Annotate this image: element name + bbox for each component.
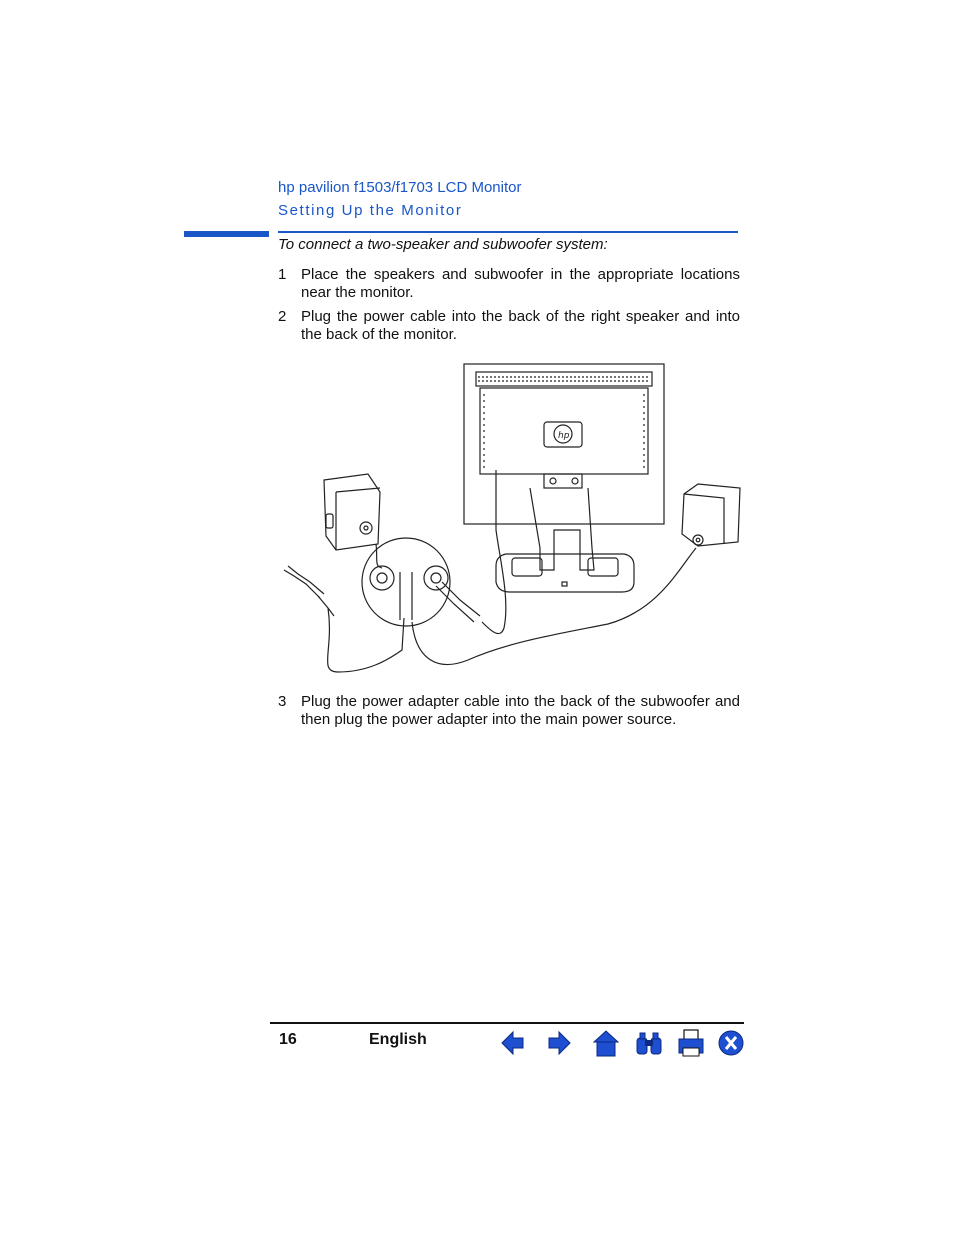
intro-text: To connect a two-speaker and subwoofer s… bbox=[278, 236, 608, 253]
home-icon[interactable] bbox=[591, 1028, 621, 1058]
cables bbox=[326, 470, 697, 673]
svg-text:hp: hp bbox=[558, 431, 570, 441]
close-x-icon[interactable] bbox=[716, 1028, 746, 1058]
audio-plug bbox=[283, 565, 335, 617]
hp-logo-plate bbox=[543, 421, 583, 448]
step-text: Plug the power adapter cable into the ba… bbox=[301, 693, 740, 728]
arrow-left-icon[interactable] bbox=[498, 1028, 528, 1058]
footer-rule bbox=[270, 1022, 744, 1024]
hp-logo-icon bbox=[553, 424, 573, 444]
header-accent-bar bbox=[184, 231, 269, 237]
right-speaker bbox=[681, 483, 741, 547]
connector-detail bbox=[361, 537, 481, 627]
monitor-back: hp bbox=[463, 363, 665, 593]
step-1: 1 Place the speakers and subwoofer in th… bbox=[278, 266, 740, 302]
step-number: 1 bbox=[278, 266, 287, 283]
step-number: 2 bbox=[278, 308, 287, 325]
step-number: 3 bbox=[278, 693, 287, 710]
header-rule bbox=[278, 231, 738, 233]
binoculars-icon[interactable] bbox=[634, 1028, 664, 1058]
arrow-right-icon[interactable] bbox=[544, 1028, 574, 1058]
left-speaker bbox=[323, 473, 381, 551]
page-number: 16 bbox=[279, 1031, 297, 1048]
language-label: English bbox=[369, 1031, 427, 1048]
step-3: 3 Plug the power adapter cable into the … bbox=[278, 693, 740, 729]
step-text: Plug the power cable into the back of th… bbox=[301, 308, 740, 343]
step-text: Place the speakers and subwoofer in the … bbox=[301, 266, 740, 301]
document-title: hp pavilion f1503/f1703 LCD Monitor bbox=[278, 179, 522, 196]
step-2: 2 Plug the power cable into the back of … bbox=[278, 308, 740, 344]
speaker-connection-illustration: hp bbox=[283, 363, 741, 673]
section-title: Setting Up the Monitor bbox=[278, 202, 463, 219]
printer-icon[interactable] bbox=[676, 1028, 706, 1058]
